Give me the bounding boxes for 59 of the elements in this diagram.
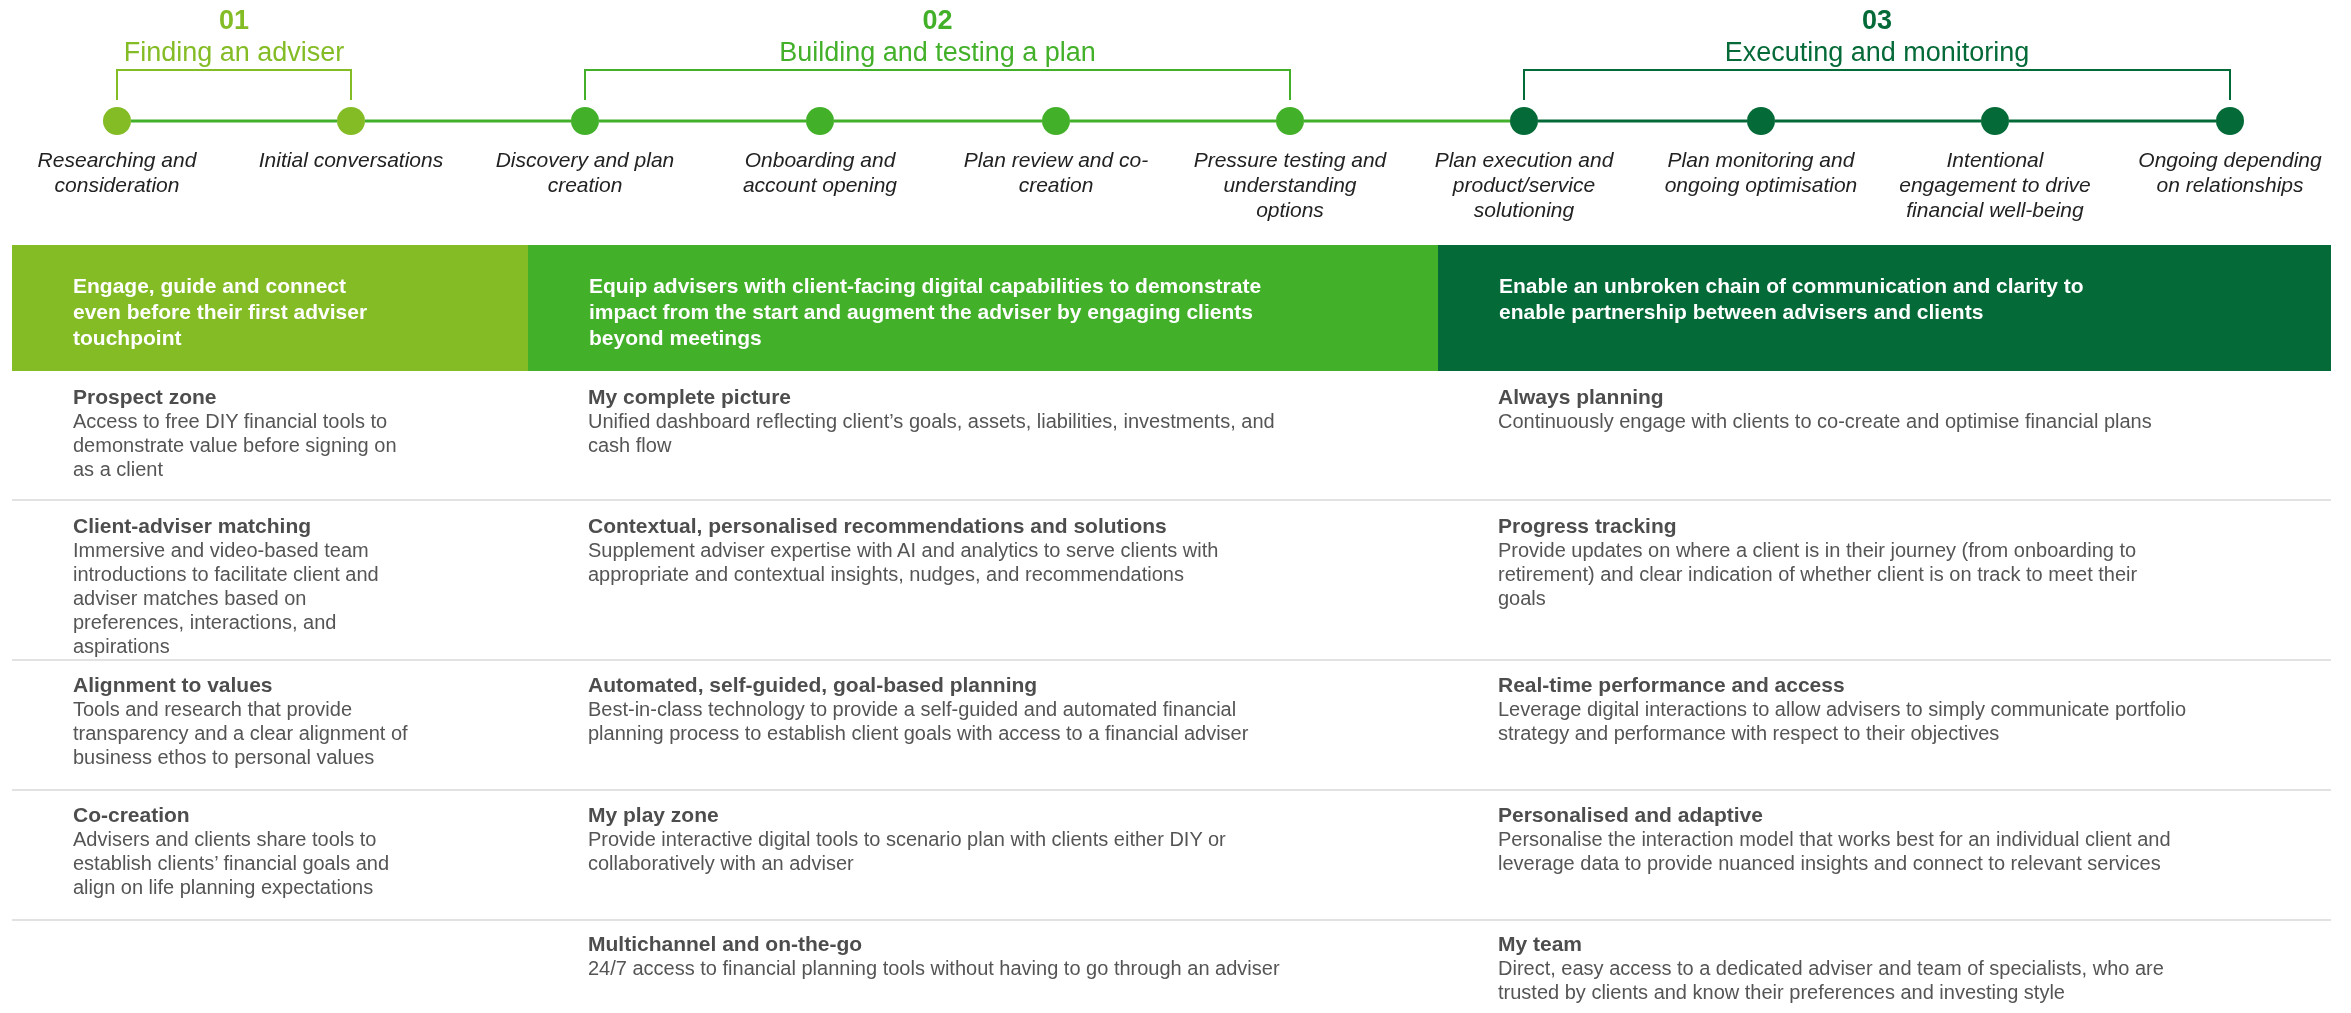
stage-label: Plan execution and product/service solutioning: [1433, 147, 1615, 222]
timeline-line: [834, 119, 1042, 123]
item-heading: Always planning: [1498, 384, 1665, 409]
stage-label: Initial conversations: [257, 147, 445, 172]
column-header-band: [12, 245, 528, 371]
item-description: Tools and research that provide transparency and a clear alignment of business ethos to personal values: [73, 697, 409, 769]
timeline-line: [365, 119, 571, 123]
column-header-band: [528, 245, 1438, 371]
stage-label: Onboarding and account opening: [741, 147, 899, 197]
timeline-line: [1775, 119, 1981, 123]
phase-number: 02: [922, 4, 953, 36]
phase-number: 01: [218, 4, 249, 36]
stage-label: Researching and consideration: [36, 147, 198, 197]
column-header-text: Enable an unbroken chain of communication and clarity to enable partnership between advisers and clients: [1499, 273, 2085, 325]
timeline-line: [131, 119, 337, 123]
timeline-line: [2009, 119, 2216, 123]
item-heading: Co-creation: [73, 802, 191, 827]
item-heading: My team: [1498, 931, 1584, 956]
item-description: Direct, easy access to a dedicated adviser and team of specialists, who are trusted by clients and know their preferences and investing style: [1498, 956, 2165, 1004]
item-heading: My complete picture: [588, 384, 793, 409]
item-heading: My play zone: [588, 802, 720, 827]
item-description: Personalise the interaction model that works best for an individual client and leverage data to provide nuanced insights and connect to relevant services: [1498, 827, 2172, 875]
phase-title: Building and testing a plan: [779, 36, 1096, 68]
item-heading: Multichannel and on-the-go: [588, 931, 864, 956]
timeline-line: [1070, 119, 1276, 123]
stage-label: Pressure testing and understanding options: [1192, 147, 1388, 222]
item-heading: Client-adviser matching: [73, 513, 313, 538]
item-description: Immersive and video-based team introductions to facilitate client and adviser matches based on preferences, interactions, and aspirations: [73, 538, 380, 658]
item-description: Unified dashboard reflecting client’s goals, assets, liabilities, investments, and cash flow: [588, 409, 1276, 457]
phase-title: Executing and monitoring: [1724, 36, 2030, 68]
item-heading: Alignment to values: [73, 672, 274, 697]
column-header-text: Engage, guide and connect even before their first adviser touchpoint: [73, 273, 369, 351]
stage-label: Ongoing depending on relationships: [2137, 147, 2323, 197]
item-description: 24/7 access to financial planning tools without having to go through an adviser: [588, 956, 1281, 980]
timeline-line: [1304, 119, 1510, 123]
item-description: Provide interactive digital tools to scenario plan with clients either DIY or collaboratively with an adviser: [588, 827, 1227, 875]
item-heading: Real-time performance and access: [1498, 672, 1846, 697]
timeline-line: [1538, 119, 1747, 123]
timeline-line: [599, 119, 806, 123]
column-header-text: Equip advisers with client-facing digital capabilities to demonstrate impact from the start and augment the adviser by engaging clients beyond meetings: [589, 273, 1263, 351]
item-heading: Progress tracking: [1498, 513, 1678, 538]
stage-label: Plan monitoring and ongoing optimisation: [1663, 147, 1859, 197]
stage-label: Discovery and plan creation: [494, 147, 676, 197]
item-description: Provide updates on where a client is in their journey (from onboarding to retirement) and clear indication of whether client is on track to meet their goals: [1498, 538, 2139, 610]
item-description: Access to free DIY financial tools to demonstrate value before signing on as a client: [73, 409, 398, 481]
stage-label: Plan review and co-creation: [962, 147, 1150, 197]
item-description: Best-in-class technology to provide a self-guided and automated financial planning process to establish client goals with access to a financial adviser: [588, 697, 1250, 745]
item-heading: Prospect zone: [73, 384, 218, 409]
item-description: Continuously engage with clients to co-create and optimise financial plans: [1498, 409, 2153, 433]
item-heading: Automated, self-guided, goal-based planning: [588, 672, 1039, 697]
item-heading: Contextual, personalised recommendations and solutions: [588, 513, 1168, 538]
item-description: Advisers and clients share tools to establish clients’ financial goals and align on life planning expectations: [73, 827, 391, 899]
item-heading: Personalised and adaptive: [1498, 802, 1764, 827]
phase-number: 03: [1861, 4, 1892, 36]
column-header-band: [1438, 245, 2331, 371]
item-description: Supplement adviser expertise with AI and analytics to serve clients with appropriate and contextual insights, nudges, and recommendations: [588, 538, 1220, 586]
item-description: Leverage digital interactions to allow advisers to simply communicate portfolio strategy and performance with respect to their objectives: [1498, 697, 2188, 745]
stage-label: Intentional engagement to drive financial well-being: [1898, 147, 2092, 222]
phase-title: Finding an adviser: [123, 36, 345, 68]
